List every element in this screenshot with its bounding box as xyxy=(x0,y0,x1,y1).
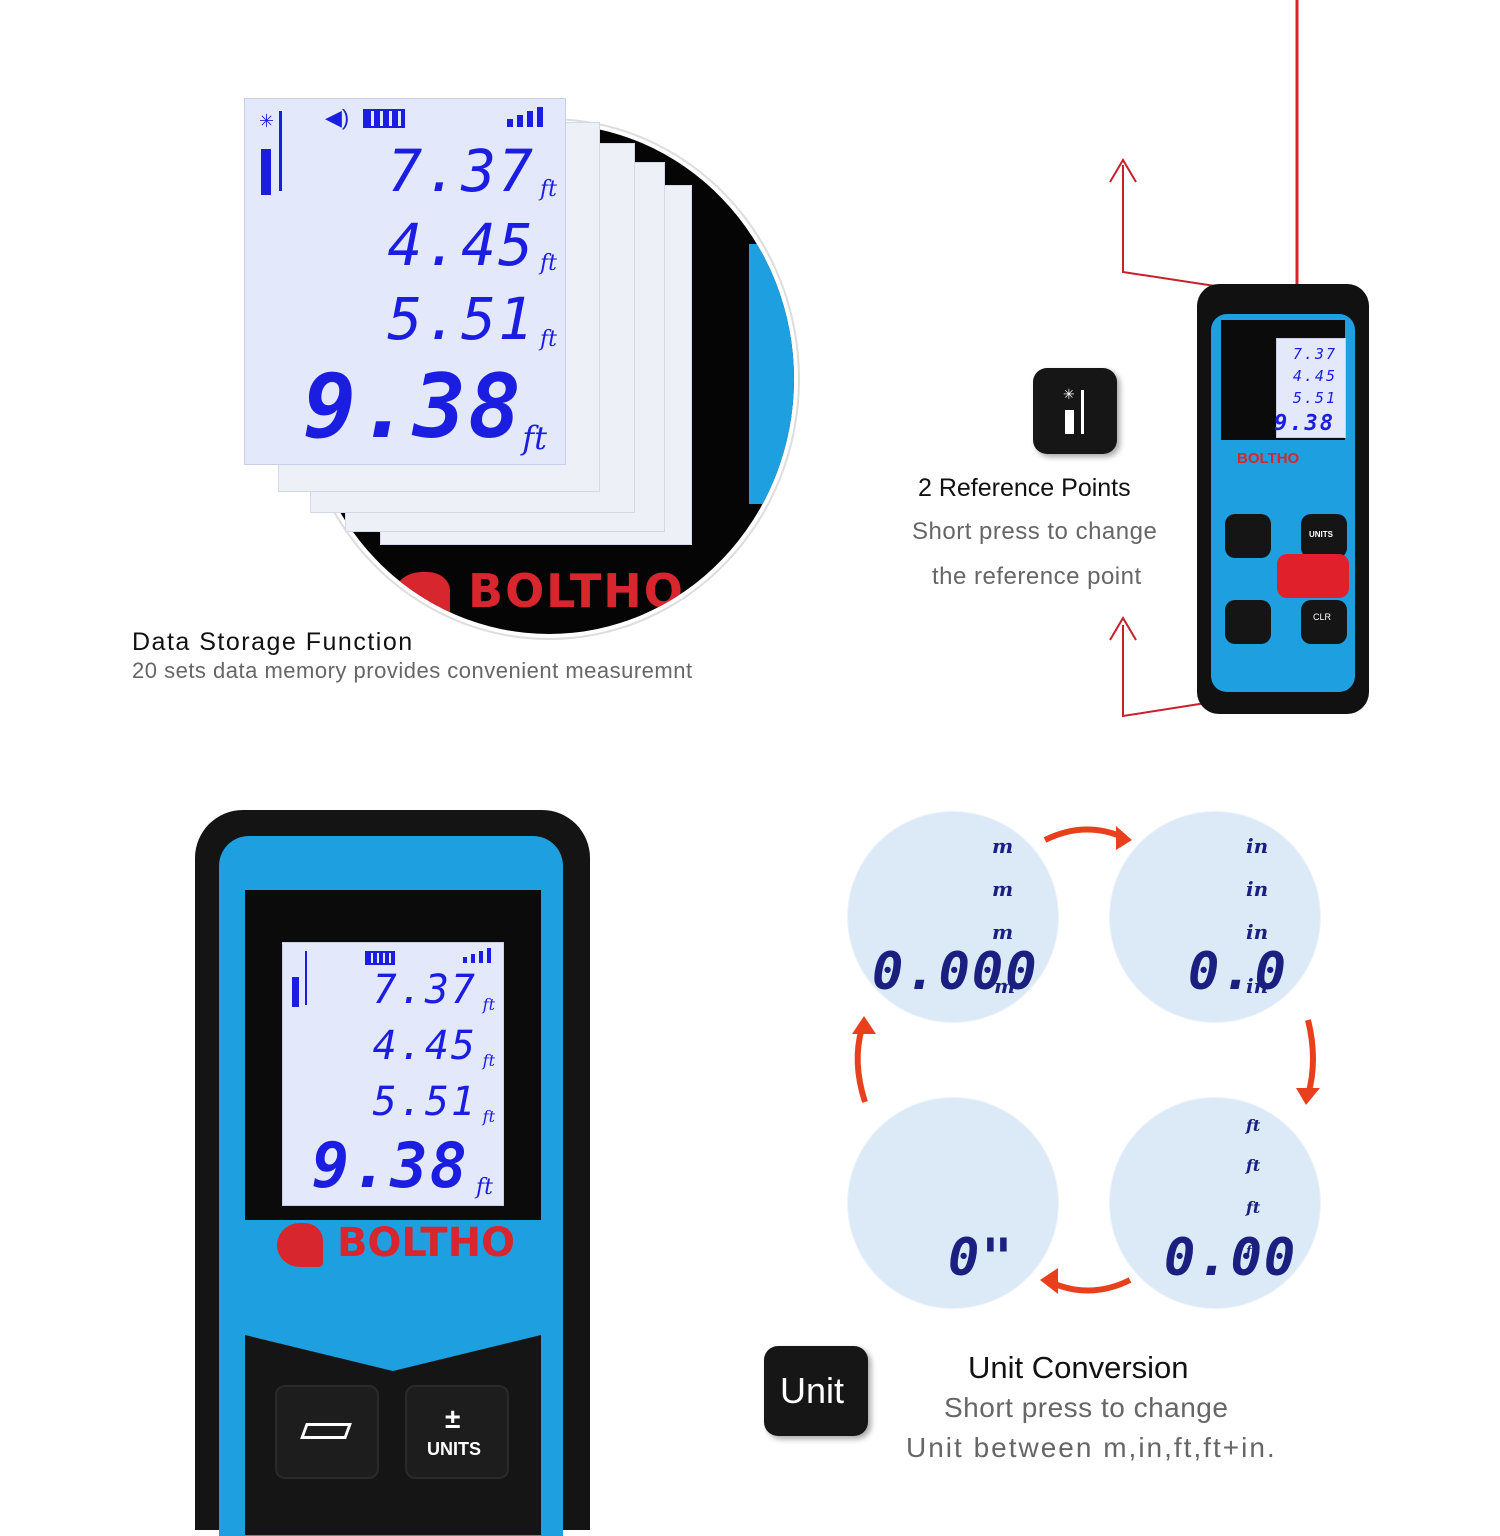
lcd-circle-feet-inches: 0" xyxy=(848,1098,1058,1308)
speaker-icon: ◀) xyxy=(325,105,350,130)
units-label: UNITS xyxy=(1309,530,1333,539)
lcd-row-1: 7.37 xyxy=(387,137,535,205)
clr-label: CLR xyxy=(1313,612,1332,622)
clear-button[interactable]: CLR xyxy=(1301,600,1347,644)
device-lcd-main: 9.38 xyxy=(1274,411,1335,436)
area-icon xyxy=(300,1423,352,1439)
reference-line-1: Short press to change xyxy=(912,518,1158,545)
horse-logo-icon xyxy=(277,1223,323,1267)
brand-logo: BOLTHO xyxy=(277,1220,515,1267)
unit-conversion-line-1: Short press to change xyxy=(944,1392,1229,1423)
unit-label: in xyxy=(1246,834,1269,858)
lcd-unit: ft xyxy=(482,1107,495,1126)
lcd-value: 5.51 xyxy=(372,1079,477,1125)
arrow-left-icon xyxy=(1048,1277,1132,1294)
laser-reference-icon xyxy=(291,951,311,1007)
unit-label: in xyxy=(1246,877,1269,901)
main-lcd-screen: ✳ ◀) 7.37 ft 4.45 ft 5.51 ft 9.38 ft xyxy=(244,98,566,465)
unit-value: 0.00 xyxy=(1164,1228,1298,1288)
lcd-value: 4.45 xyxy=(387,211,535,279)
arrow-down-icon xyxy=(1305,1019,1316,1096)
arrow-right-icon xyxy=(1043,826,1127,843)
units-button[interactable]: ± UNITS xyxy=(405,1385,509,1479)
device-lcd-row: 5.51 xyxy=(1292,389,1337,407)
device-lcd: 7.37 4.45 5.51 9.38 xyxy=(1274,338,1346,438)
lcd-circle-meters: m m m 0.000 m xyxy=(848,812,1058,1022)
lcd-value: 7.37 xyxy=(387,137,535,205)
data-storage-title: Data Storage Function xyxy=(132,628,414,656)
device-lcd: 7.37 ft 4.45 ft 5.51 ft 9.38 ft xyxy=(282,942,504,1206)
lcd-value: 4.45 xyxy=(372,1023,477,1069)
unit-conversion-line-2: Unit between m,in,ft,ft+in. xyxy=(906,1432,1277,1463)
battery-icon xyxy=(365,951,395,965)
lcd-unit: ft xyxy=(540,251,557,276)
units-button[interactable]: UNITS xyxy=(1301,514,1347,558)
unit-key: Unit xyxy=(764,1346,868,1436)
data-storage-subtitle: 20 sets data memory provides convenient … xyxy=(132,658,693,683)
rangefinder-device-small: 7.37 4.45 5.51 9.38 BOLTHO UNITS CLR xyxy=(1197,284,1369,714)
unit-value: 0.000 xyxy=(872,942,1039,1002)
horse-logo-icon xyxy=(394,571,450,618)
lcd-row-3: 5.51 xyxy=(387,285,535,353)
laser-reference-icon: ✳ xyxy=(257,111,291,195)
device-brand: BOLTHO xyxy=(1237,450,1300,467)
lcd-unit: ft xyxy=(476,1175,493,1200)
unit-value: 0" xyxy=(948,1228,1015,1288)
lcd-main-value: 9.38 xyxy=(303,355,523,458)
battery-icon xyxy=(363,109,405,128)
lcd-unit: ft xyxy=(540,327,557,352)
units-label: UNITS xyxy=(427,1439,481,1459)
lcd-circle-feet: ft ft ft 0.00 ft xyxy=(1110,1098,1320,1308)
signal-icon xyxy=(507,105,557,127)
unit-conversion-title: Unit Conversion xyxy=(968,1350,1189,1385)
lcd-unit: ft xyxy=(482,995,495,1014)
reference-button[interactable] xyxy=(1225,600,1271,644)
laser-reference-icon: ✳ xyxy=(1063,386,1093,436)
unit-key-label: Unit xyxy=(780,1370,845,1411)
brand-text: BOLTHO xyxy=(336,1220,516,1266)
unit-label: ft xyxy=(1246,1116,1261,1135)
unit-label: in xyxy=(1246,974,1269,998)
unit-label: ft xyxy=(1246,1198,1261,1217)
arrow-up-icon xyxy=(854,1027,868,1103)
plus-minus-icon: ± xyxy=(445,1403,461,1434)
unit-value: 0.0 xyxy=(1188,942,1288,1002)
unit-label: ft xyxy=(1246,1156,1261,1175)
lcd-unit: ft xyxy=(540,177,557,202)
laser-fire-button[interactable] xyxy=(1277,554,1349,598)
reference-line-2: the reference point xyxy=(932,563,1142,590)
unit-label: m xyxy=(994,974,1016,998)
signal-icon xyxy=(463,947,499,963)
lcd-unit: ft xyxy=(482,1051,495,1070)
lcd-value: 7.37 xyxy=(372,967,477,1013)
unit-cycle-arrows xyxy=(852,826,1320,1294)
device-blue-edge xyxy=(749,244,794,504)
reference-title: 2 Reference Points xyxy=(918,474,1131,502)
lcd-value: 5.51 xyxy=(387,285,535,353)
lcd-row-main: 9.38 xyxy=(303,355,523,458)
device-lcd-row: 7.37 xyxy=(1292,345,1337,363)
measure-button[interactable] xyxy=(1225,514,1271,558)
brand-logo: BOLTHO xyxy=(394,564,685,618)
lcd-main-value: 9.38 xyxy=(311,1129,469,1202)
unit-label: m xyxy=(992,920,1014,944)
unit-label: m xyxy=(992,834,1014,858)
brand-text: BOLTHO xyxy=(468,564,685,618)
unit-label: in xyxy=(1246,920,1269,944)
lcd-circle-inches: in in in 0.0 in xyxy=(1110,812,1320,1022)
reference-key: ✳ xyxy=(1033,368,1117,454)
device-lcd-row: 4.45 xyxy=(1292,367,1337,385)
unit-label: m xyxy=(992,877,1014,901)
unit-label: ft xyxy=(1246,1244,1258,1259)
rangefinder-device-large: 7.37 ft 4.45 ft 5.51 ft 9.38 ft BOLTHO ±… xyxy=(195,810,590,1536)
lcd-unit: ft xyxy=(522,419,547,457)
lcd-row-2: 4.45 xyxy=(387,211,535,279)
measure-button[interactable] xyxy=(275,1385,379,1479)
